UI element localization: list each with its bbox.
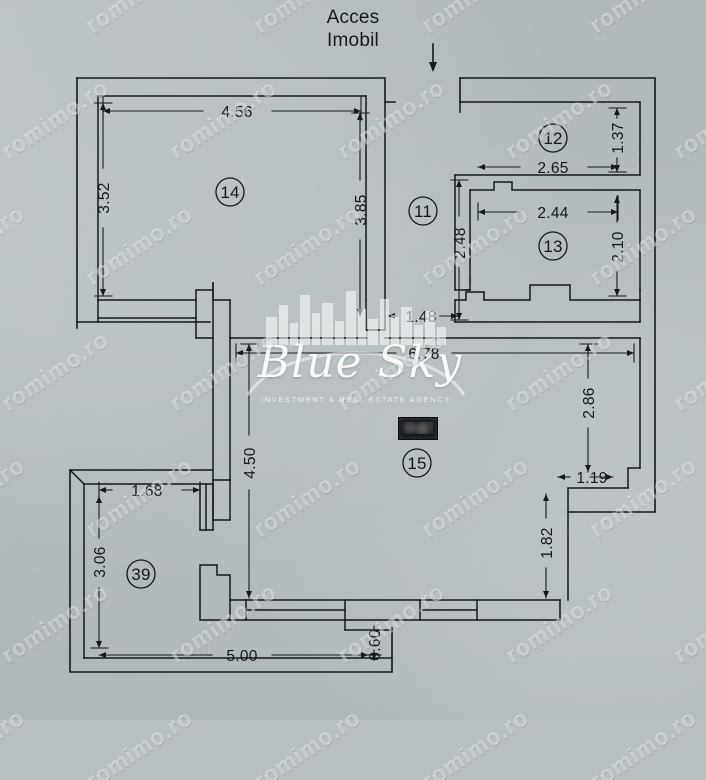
entry-label-line-2: Imobil xyxy=(327,30,379,52)
entry-label-line-1: Acces xyxy=(326,7,380,28)
dim-4-56: 4.56 xyxy=(221,104,252,121)
floor-plan-drawing: 4.56 2.65 2.44 1.48 6.78 1.19 1.68 5.00 … xyxy=(68,43,656,673)
room-circle-39 xyxy=(126,559,156,589)
dimension-lines xyxy=(90,96,635,661)
entry-arrow-icon xyxy=(429,43,437,72)
building-outline xyxy=(69,77,656,673)
dim-4-50: 4.50 xyxy=(242,447,259,478)
hallway-11-walls xyxy=(195,282,386,521)
room-label-15: 15 xyxy=(407,454,426,473)
room-label-39: 39 xyxy=(131,565,150,584)
room-13-walls xyxy=(454,174,641,323)
dim-3-52: 3.52 xyxy=(96,182,113,213)
room-number-labels: 14 11 12 13 15 39 xyxy=(131,129,562,584)
room-label-11: 11 xyxy=(414,202,432,221)
dim-1-68: 1.68 xyxy=(131,483,162,500)
dim-3-06: 3.06 xyxy=(92,546,109,577)
redaction-box xyxy=(398,417,438,440)
dimension-labels-horizontal: 4.56 2.65 2.44 1.48 6.78 1.19 1.68 5.00 xyxy=(131,104,607,665)
dimension-labels-vertical: 3.52 3.85 1.37 2.10 2.48 2.86 1.82 4.50 … xyxy=(92,122,627,660)
room-circle-13 xyxy=(538,231,568,261)
dim-2-65: 2.65 xyxy=(537,160,568,177)
room-circle-11 xyxy=(408,196,438,226)
dim-2-48: 2.48 xyxy=(452,227,469,258)
dim-1-19: 1.19 xyxy=(576,470,607,487)
dim-6-78: 6.78 xyxy=(408,346,439,363)
dim-1-37: 1.37 xyxy=(610,122,627,153)
dim-2-10: 2.10 xyxy=(610,231,627,262)
dim-2-44: 2.44 xyxy=(537,205,568,222)
room-label-14: 14 xyxy=(220,183,239,202)
room-number-markers xyxy=(126,123,568,589)
room-circle-15 xyxy=(402,448,432,478)
room-14-walls xyxy=(97,95,386,323)
dim-0-60: 0.60 xyxy=(367,629,384,660)
entry-label: Acces Imobil xyxy=(0,6,706,52)
dim-1-82: 1.82 xyxy=(539,527,556,558)
room-12-walls xyxy=(454,101,641,176)
dim-5-00: 5.00 xyxy=(226,648,257,665)
dim-3-85: 3.85 xyxy=(353,194,370,225)
room-circle-14 xyxy=(215,177,245,207)
room-label-12: 12 xyxy=(543,129,562,148)
dim-1-48: 1.48 xyxy=(405,309,436,326)
room-label-13: 13 xyxy=(543,237,562,256)
dim-2-86: 2.86 xyxy=(581,387,598,418)
room-circle-12 xyxy=(538,123,568,153)
room-39-walls xyxy=(68,468,393,659)
